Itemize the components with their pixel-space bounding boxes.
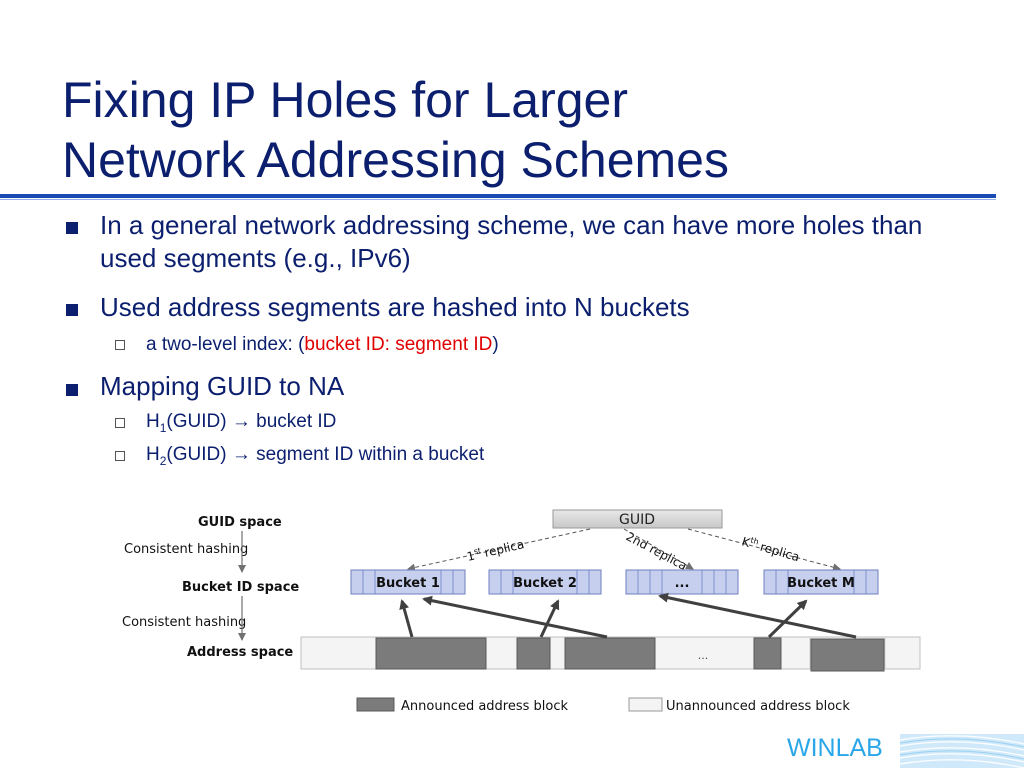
- announced-block: [564, 637, 656, 670]
- bullet-square-icon: [66, 222, 78, 234]
- hash-arrow: [767, 599, 808, 639]
- consistent-hashing-label-2: Consistent hashing: [122, 615, 246, 630]
- title-divider-shadow: [0, 199, 996, 200]
- replica-2-label: 2nd replica: [624, 529, 690, 573]
- bullet-1: In a general network addressing scheme, …: [100, 210, 923, 273]
- replica-1-arrow: [407, 528, 591, 572]
- slide-title: Fixing IP Holes for Larger Network Addre…: [62, 70, 962, 190]
- bucket-2-label: Bucket 2: [513, 576, 577, 591]
- replica-k-arrow: [687, 528, 841, 572]
- announced-block: [810, 638, 885, 672]
- guid-box: [552, 509, 723, 529]
- sub-bullet-h2: H2(GUID) → segment ID within a bucket: [146, 443, 484, 473]
- announced-block: [375, 637, 487, 670]
- sub-bullet-two-level-index: a two-level index: (bucket ID: segment I…: [146, 333, 499, 357]
- h1-subscript: 1: [159, 420, 167, 435]
- title-line-1: Fixing IP Holes for Larger: [62, 72, 628, 128]
- title-divider: [0, 194, 996, 198]
- sub-bullet-box-icon: [115, 418, 125, 428]
- h2-text: (GUID) → segment ID within a bucket: [166, 444, 485, 465]
- bullet-3: Mapping GUID to NA: [100, 371, 345, 401]
- bucket-1-box: Bucket 1: [350, 569, 466, 595]
- h1-letter: H: [146, 411, 160, 432]
- index-prefix: a two-level index: (: [146, 334, 305, 355]
- bucket-1-label: Bucket 1: [376, 576, 440, 591]
- legend-unannounced-swatch: [628, 697, 663, 712]
- announced-block: [753, 637, 782, 670]
- replica-2-arrow: [623, 528, 694, 570]
- title-line-2: Network Addressing Schemes: [62, 132, 729, 188]
- hash-arrow: [539, 599, 560, 638]
- hash-arrow: [399, 599, 414, 638]
- bucket-dots-label: ...: [675, 576, 690, 591]
- bucket-m-label: Bucket M: [787, 576, 855, 591]
- bucket-id-space-label: Bucket ID space: [182, 580, 299, 595]
- replica-k-label: Kthreplica: [740, 533, 801, 564]
- bullet-2: Used address segments are hashed into N …: [100, 292, 690, 322]
- h2-subscript: 2: [159, 453, 167, 468]
- address-dots-label: ...: [698, 649, 709, 662]
- guid-label: GUID: [619, 512, 655, 528]
- svg-text:2nd replica: 2nd replica: [624, 529, 690, 573]
- svg-text:1streplica: 1streplica: [465, 536, 525, 564]
- legend-announced-label: Announced address block: [401, 699, 569, 714]
- winlab-footer-label: WINLAB: [787, 734, 883, 762]
- index-highlight: bucket ID: segment ID: [304, 334, 493, 355]
- hash-arrow: [422, 595, 608, 639]
- legend-unannounced-label: Unannounced address block: [666, 699, 850, 714]
- winlab-wave-logo: [899, 734, 1024, 768]
- sub-bullet-h1: H1(GUID) → bucket ID: [146, 410, 336, 440]
- announced-block: [516, 637, 551, 670]
- bullet-square-icon: [66, 384, 78, 396]
- hash-arrow: [658, 592, 857, 639]
- h2-letter: H: [146, 444, 160, 465]
- bullet-square-icon: [66, 304, 78, 316]
- h1-text: (GUID) → bucket ID: [166, 411, 337, 432]
- sub-bullet-box-icon: [115, 340, 125, 350]
- bucket-dots-box: ...: [625, 569, 739, 595]
- bucket-2-box: Bucket 2: [488, 569, 602, 595]
- index-suffix: ): [492, 334, 499, 355]
- legend-announced-swatch: [356, 697, 395, 712]
- bucket-m-box: Bucket M: [763, 569, 879, 595]
- sub-bullet-box-icon: [115, 451, 125, 461]
- address-space-bar: ...: [300, 636, 921, 672]
- consistent-hashing-label-1: Consistent hashing: [124, 542, 248, 557]
- svg-text:Kthreplica: Kthreplica: [740, 533, 801, 564]
- replica-1-label: 1streplica: [465, 536, 526, 564]
- address-space-label: Address space: [187, 645, 293, 660]
- guid-space-label: GUID space: [198, 515, 282, 530]
